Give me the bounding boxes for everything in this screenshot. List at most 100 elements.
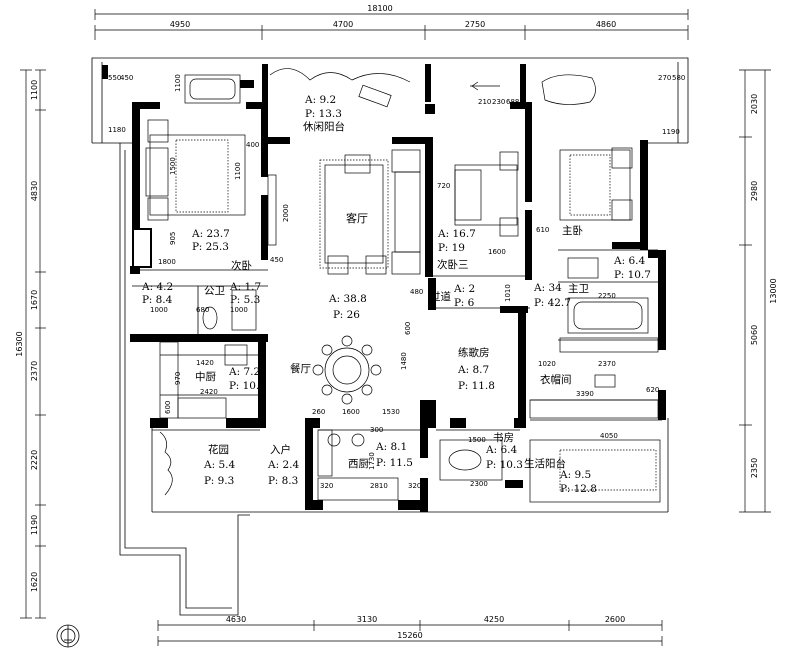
- furniture: [145, 68, 661, 503]
- svg-text:2420: 2420: [200, 388, 218, 396]
- svg-text:688: 688: [506, 98, 519, 106]
- svg-text:4050: 4050: [600, 432, 618, 440]
- leisure-balcony-name: 休闲阳台: [303, 120, 345, 133]
- svg-text:320: 320: [320, 482, 333, 490]
- svg-text:2810: 2810: [370, 482, 388, 490]
- service-balcony-perim: P: 12.8: [560, 483, 597, 495]
- svg-text:905: 905: [169, 232, 177, 245]
- public-bath-name: 公卫: [204, 285, 225, 297]
- svg-text:230: 230: [492, 98, 505, 106]
- dim-top-2: 4700: [333, 20, 353, 29]
- svg-text:1730: 1730: [368, 452, 376, 470]
- svg-text:2300: 2300: [470, 480, 488, 488]
- svg-text:1500: 1500: [468, 436, 486, 444]
- bedroom-three-name: 次卧三: [437, 258, 469, 271]
- dimension-labels: 18100 4950 4700 2750 4860 4630 3130 4250…: [15, 4, 778, 640]
- practice-room-area: A: 8.7: [457, 364, 489, 376]
- svg-text:600: 600: [164, 401, 172, 414]
- middle-kitchen-perim: P: 10.8: [229, 380, 266, 392]
- svg-text:620: 620: [646, 386, 659, 394]
- walls: [102, 64, 666, 512]
- western-kitchen-perim: P: 11.5: [376, 457, 413, 469]
- garden-name: 花园: [208, 443, 229, 456]
- master-bath-perim: P: 10.7: [614, 269, 651, 281]
- bedroom-three-perim: P: 19: [438, 242, 465, 254]
- svg-text:680: 680: [196, 306, 209, 314]
- svg-text:210: 210: [478, 98, 491, 106]
- room-labels: A: 9.2 P: 13.3 休闲阳台 A: 23.7 P: 25.3 次卧 客…: [141, 94, 651, 495]
- garden-perim: P: 9.3: [204, 475, 234, 487]
- study-name: 书房: [493, 431, 514, 444]
- living-dining-area: A: 38.8: [328, 293, 367, 305]
- svg-text:1010: 1010: [504, 284, 512, 302]
- dim-left-3: 1670: [30, 290, 39, 310]
- svg-text:1020: 1020: [538, 360, 556, 368]
- dim-left-total: 16300: [15, 331, 24, 356]
- dim-bottom-2: 3130: [357, 615, 377, 624]
- svg-text:2250: 2250: [598, 292, 616, 300]
- svg-text:400: 400: [246, 141, 259, 149]
- western-kitchen-name: 西厨: [348, 458, 369, 470]
- service-balcony-name: 生活阳台: [524, 457, 566, 470]
- secondary-bedroom-name: 次卧: [231, 259, 252, 272]
- living-room-name: 客厅: [346, 211, 368, 225]
- dining-name: 餐厅: [290, 362, 311, 375]
- dim-left-7: 1620: [30, 572, 39, 592]
- dim-bottom-1: 4630: [226, 615, 246, 624]
- leisure-balcony-perim: P: 13.3: [305, 108, 342, 120]
- north-arrow-icon: [56, 624, 80, 648]
- svg-text:1000: 1000: [230, 306, 248, 314]
- svg-text:1530: 1530: [382, 408, 400, 416]
- dim-left-1: 1100: [30, 80, 39, 100]
- bath-a-area: A: 4.2: [141, 281, 173, 293]
- thin-outlines: [91, 57, 689, 616]
- svg-text:480: 480: [410, 288, 423, 296]
- dim-top-3: 2750: [465, 20, 485, 29]
- bedroom-three-area: A: 16.7: [437, 228, 476, 240]
- svg-text:300: 300: [370, 426, 383, 434]
- entrance-name: 入户: [270, 443, 291, 456]
- dim-right-1: 2030: [750, 94, 759, 114]
- dim-right-4: 2350: [750, 458, 759, 478]
- svg-text:1180: 1180: [108, 126, 126, 134]
- master-area-area: A: 34: [533, 282, 562, 294]
- dim-bottom-4: 2600: [605, 615, 625, 624]
- bath-a-perim: P: 8.4: [142, 294, 173, 306]
- corridor-area: A: 2: [453, 283, 475, 295]
- svg-text:1100: 1100: [174, 74, 182, 92]
- public-bath-perim: P: 5.3: [230, 294, 260, 306]
- svg-text:970: 970: [174, 372, 182, 385]
- middle-kitchen-area: A: 7.2: [228, 366, 260, 378]
- secondary-bedroom-area: A: 23.7: [191, 228, 230, 240]
- western-kitchen-area: A: 8.1: [375, 441, 407, 453]
- dim-top-4: 4860: [596, 20, 616, 29]
- dim-left-5: 2220: [30, 450, 39, 470]
- svg-text:1600: 1600: [342, 408, 360, 416]
- inner-dimensions: 550 450 1100 1180 1500 1800 905 400 1100…: [108, 74, 685, 490]
- public-bath-area: A: 1.7: [229, 281, 261, 293]
- dim-left-6: 1190: [30, 515, 39, 535]
- svg-text:3390: 3390: [576, 390, 594, 398]
- cloakroom-name: 衣帽间: [540, 373, 572, 386]
- master-area-perim: P: 42.7: [534, 297, 571, 309]
- svg-text:2370: 2370: [598, 360, 616, 368]
- garden-area: A: 5.4: [203, 459, 235, 471]
- svg-text:450: 450: [120, 74, 133, 82]
- dim-right-total: 13000: [769, 278, 778, 303]
- svg-text:1000: 1000: [150, 306, 168, 314]
- svg-text:720: 720: [437, 182, 450, 190]
- master-bath-name: 主卫: [568, 283, 589, 295]
- corridor-perim: P: 6: [454, 297, 475, 309]
- dim-right-3: 5060: [750, 325, 759, 345]
- dim-right-2: 2980: [750, 181, 759, 201]
- svg-text:450: 450: [270, 256, 283, 264]
- living-dining-perim: P: 26: [333, 309, 360, 321]
- dim-left-2: 4830: [30, 181, 39, 201]
- svg-text:2000: 2000: [282, 204, 290, 222]
- svg-text:270: 270: [658, 74, 671, 82]
- service-balcony-area: A: 9.5: [559, 469, 591, 481]
- svg-text:1190: 1190: [662, 128, 680, 136]
- middle-kitchen-name: 中厨: [195, 370, 216, 383]
- dim-bottom-3: 4250: [484, 615, 504, 624]
- svg-text:550: 550: [108, 74, 121, 82]
